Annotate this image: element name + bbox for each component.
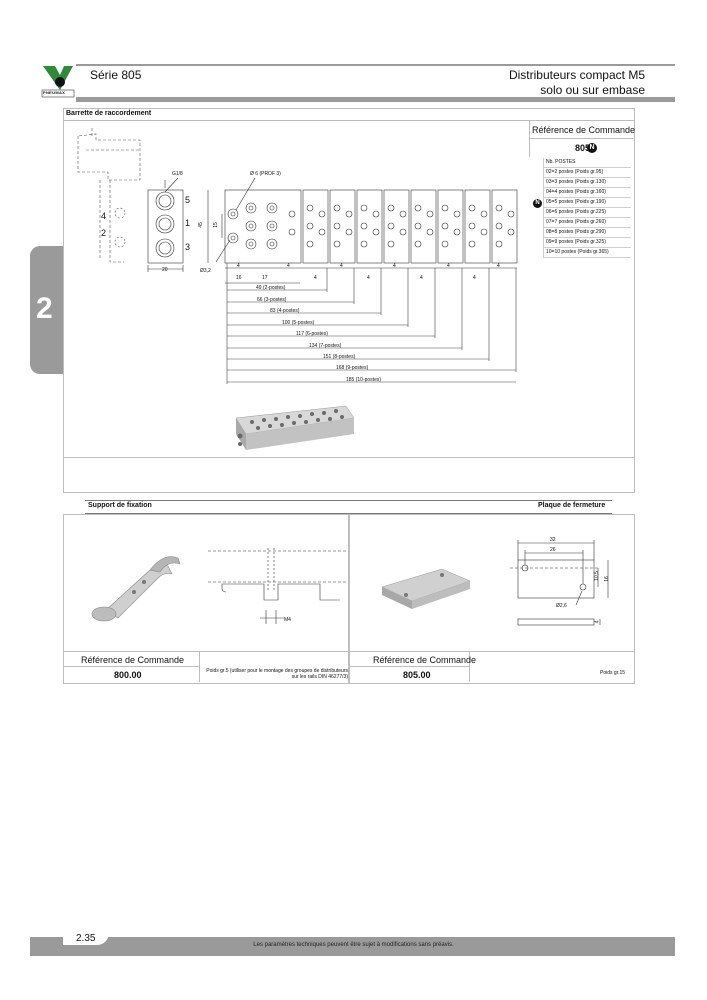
list-item: 08=8 postes (Poids gr.290) — [543, 228, 631, 238]
series-label: Série 805 — [90, 68, 142, 82]
port-number: 4 — [101, 211, 107, 221]
panel-header-rule — [63, 120, 634, 121]
length-label: 117 (6-postes) — [296, 331, 328, 337]
dim-label: 4 — [237, 263, 240, 269]
accessories-header — [85, 500, 612, 514]
list-item: 09=9 postes (Poids gr.325) — [543, 238, 631, 248]
header-rule — [76, 64, 675, 66]
dim-label: 15 — [212, 222, 219, 228]
reference-label: Référence de Commande — [532, 125, 636, 135]
divider — [63, 651, 348, 652]
port-number: 1 — [185, 218, 191, 228]
list-item: 10=10 postes (Poids gr.365) — [543, 248, 631, 258]
hole-label: Ø3,2 — [200, 268, 211, 274]
dim-label: 4 — [447, 263, 450, 269]
bracket-drawing — [208, 548, 348, 624]
reference-code: 800.00 — [114, 670, 142, 680]
n-symbol-icon: N — [533, 199, 542, 208]
length-label: 100 (5-postes) — [282, 320, 315, 326]
reference-code: 805. — [575, 143, 593, 153]
dim-label: 16 — [236, 275, 242, 281]
dim-label: 4 — [393, 263, 396, 269]
list-item: 02=2 postes (Poids gr.95) — [543, 168, 631, 178]
port-number: 5 — [185, 195, 191, 205]
divider — [349, 651, 634, 652]
chapter-tab — [30, 246, 64, 374]
list-item: 06=6 postes (Poids gr.225) — [543, 208, 631, 218]
section-title-manifold: Barrette de raccordement — [66, 110, 152, 117]
footer-disclaimer: Les paramètres techniques peuvent être s… — [253, 942, 454, 948]
dim-label: 4 — [340, 263, 343, 269]
page-title-line2: solo ou sur embase — [540, 83, 645, 97]
plate-note: Poids gr.15 — [600, 670, 626, 676]
brand-name: PNEUMAX — [43, 90, 66, 95]
dim-label: 4 — [314, 275, 317, 281]
reference-label: Référence de Commande — [81, 655, 185, 665]
plate-drawing — [510, 540, 609, 626]
length-label: 168 (9-postes) — [336, 365, 369, 371]
length-label: 151 (8-postes) — [323, 354, 356, 360]
divider — [63, 666, 199, 667]
length-label: 134 (7-postes) — [309, 343, 342, 349]
pneumax-logo — [40, 63, 76, 99]
positions-list: Nb. POSTES 02=2 postes (Poids gr.95) 03=… — [543, 158, 631, 258]
reference-label: Référence de Commande — [373, 655, 477, 665]
dim-label: 10,5 — [593, 571, 600, 581]
port-label: G1/8 — [172, 171, 183, 177]
length-label: 66 (3-postes) — [257, 297, 287, 303]
dim-label: 16 — [603, 576, 610, 582]
header-rule-bottom — [76, 97, 675, 102]
dim-label: 4 — [287, 263, 290, 269]
length-label: 49 (2-postes) — [256, 285, 286, 291]
reference-divider — [529, 138, 633, 139]
list-item: 04=4 postes (Poids gr.160) — [543, 188, 631, 198]
reference-code: 805.00 — [403, 670, 431, 680]
port-number: 3 — [185, 242, 191, 252]
port-number: 2 — [101, 228, 107, 238]
list-item: 07=7 postes (Poids gr.260) — [543, 218, 631, 228]
page-title-line1: Distributeurs compact M5 — [508, 68, 645, 82]
page-number: 2.35 — [63, 933, 109, 945]
chapter-number: 2 — [36, 292, 53, 325]
footer-bar — [30, 937, 675, 956]
dim-label: Ø2,6 — [556, 603, 567, 609]
length-label: 185 (10-postes) — [346, 377, 382, 383]
bracket-note: Poids gr.5 (utiliser pour le montage des… — [206, 668, 348, 680]
positions-header: Nb. POSTES — [543, 158, 631, 168]
divider — [199, 651, 200, 682]
n-symbol-icon: N — [587, 143, 597, 153]
length-label: 83 (4-postes) — [270, 308, 300, 314]
dim-label: 45 — [197, 222, 204, 228]
section-title-plate: Plaque de fermeture — [538, 502, 606, 509]
panel-footer-rule — [63, 457, 634, 458]
dim-label: 17 — [262, 275, 268, 281]
dim-label: 4 — [367, 275, 370, 281]
divider — [349, 666, 469, 667]
dim-label: 20 — [162, 267, 168, 273]
list-item: 05=5 postes (Poids gr.190) — [543, 198, 631, 208]
dim-label: 4 — [420, 275, 423, 281]
dim-label: 4 — [594, 620, 601, 624]
dim-label: 32 — [550, 537, 556, 543]
dim-label: 4 — [497, 263, 500, 269]
dim-label: 4 — [473, 275, 476, 281]
bracket-photo — [91, 556, 181, 622]
bracket-panel — [63, 514, 349, 684]
list-item: 03=3 postes (Poids gr.130) — [543, 178, 631, 188]
reference-box — [529, 121, 634, 157]
section-title-bracket: Support de fixation — [88, 502, 152, 509]
bore-label: Ø 6 (PROF 3) — [250, 171, 281, 177]
divider — [469, 651, 470, 682]
dim-label: M4 — [284, 617, 291, 623]
manifold-photo — [235, 405, 355, 450]
dim-label: 26 — [550, 547, 556, 553]
plate-photo — [381, 568, 471, 609]
